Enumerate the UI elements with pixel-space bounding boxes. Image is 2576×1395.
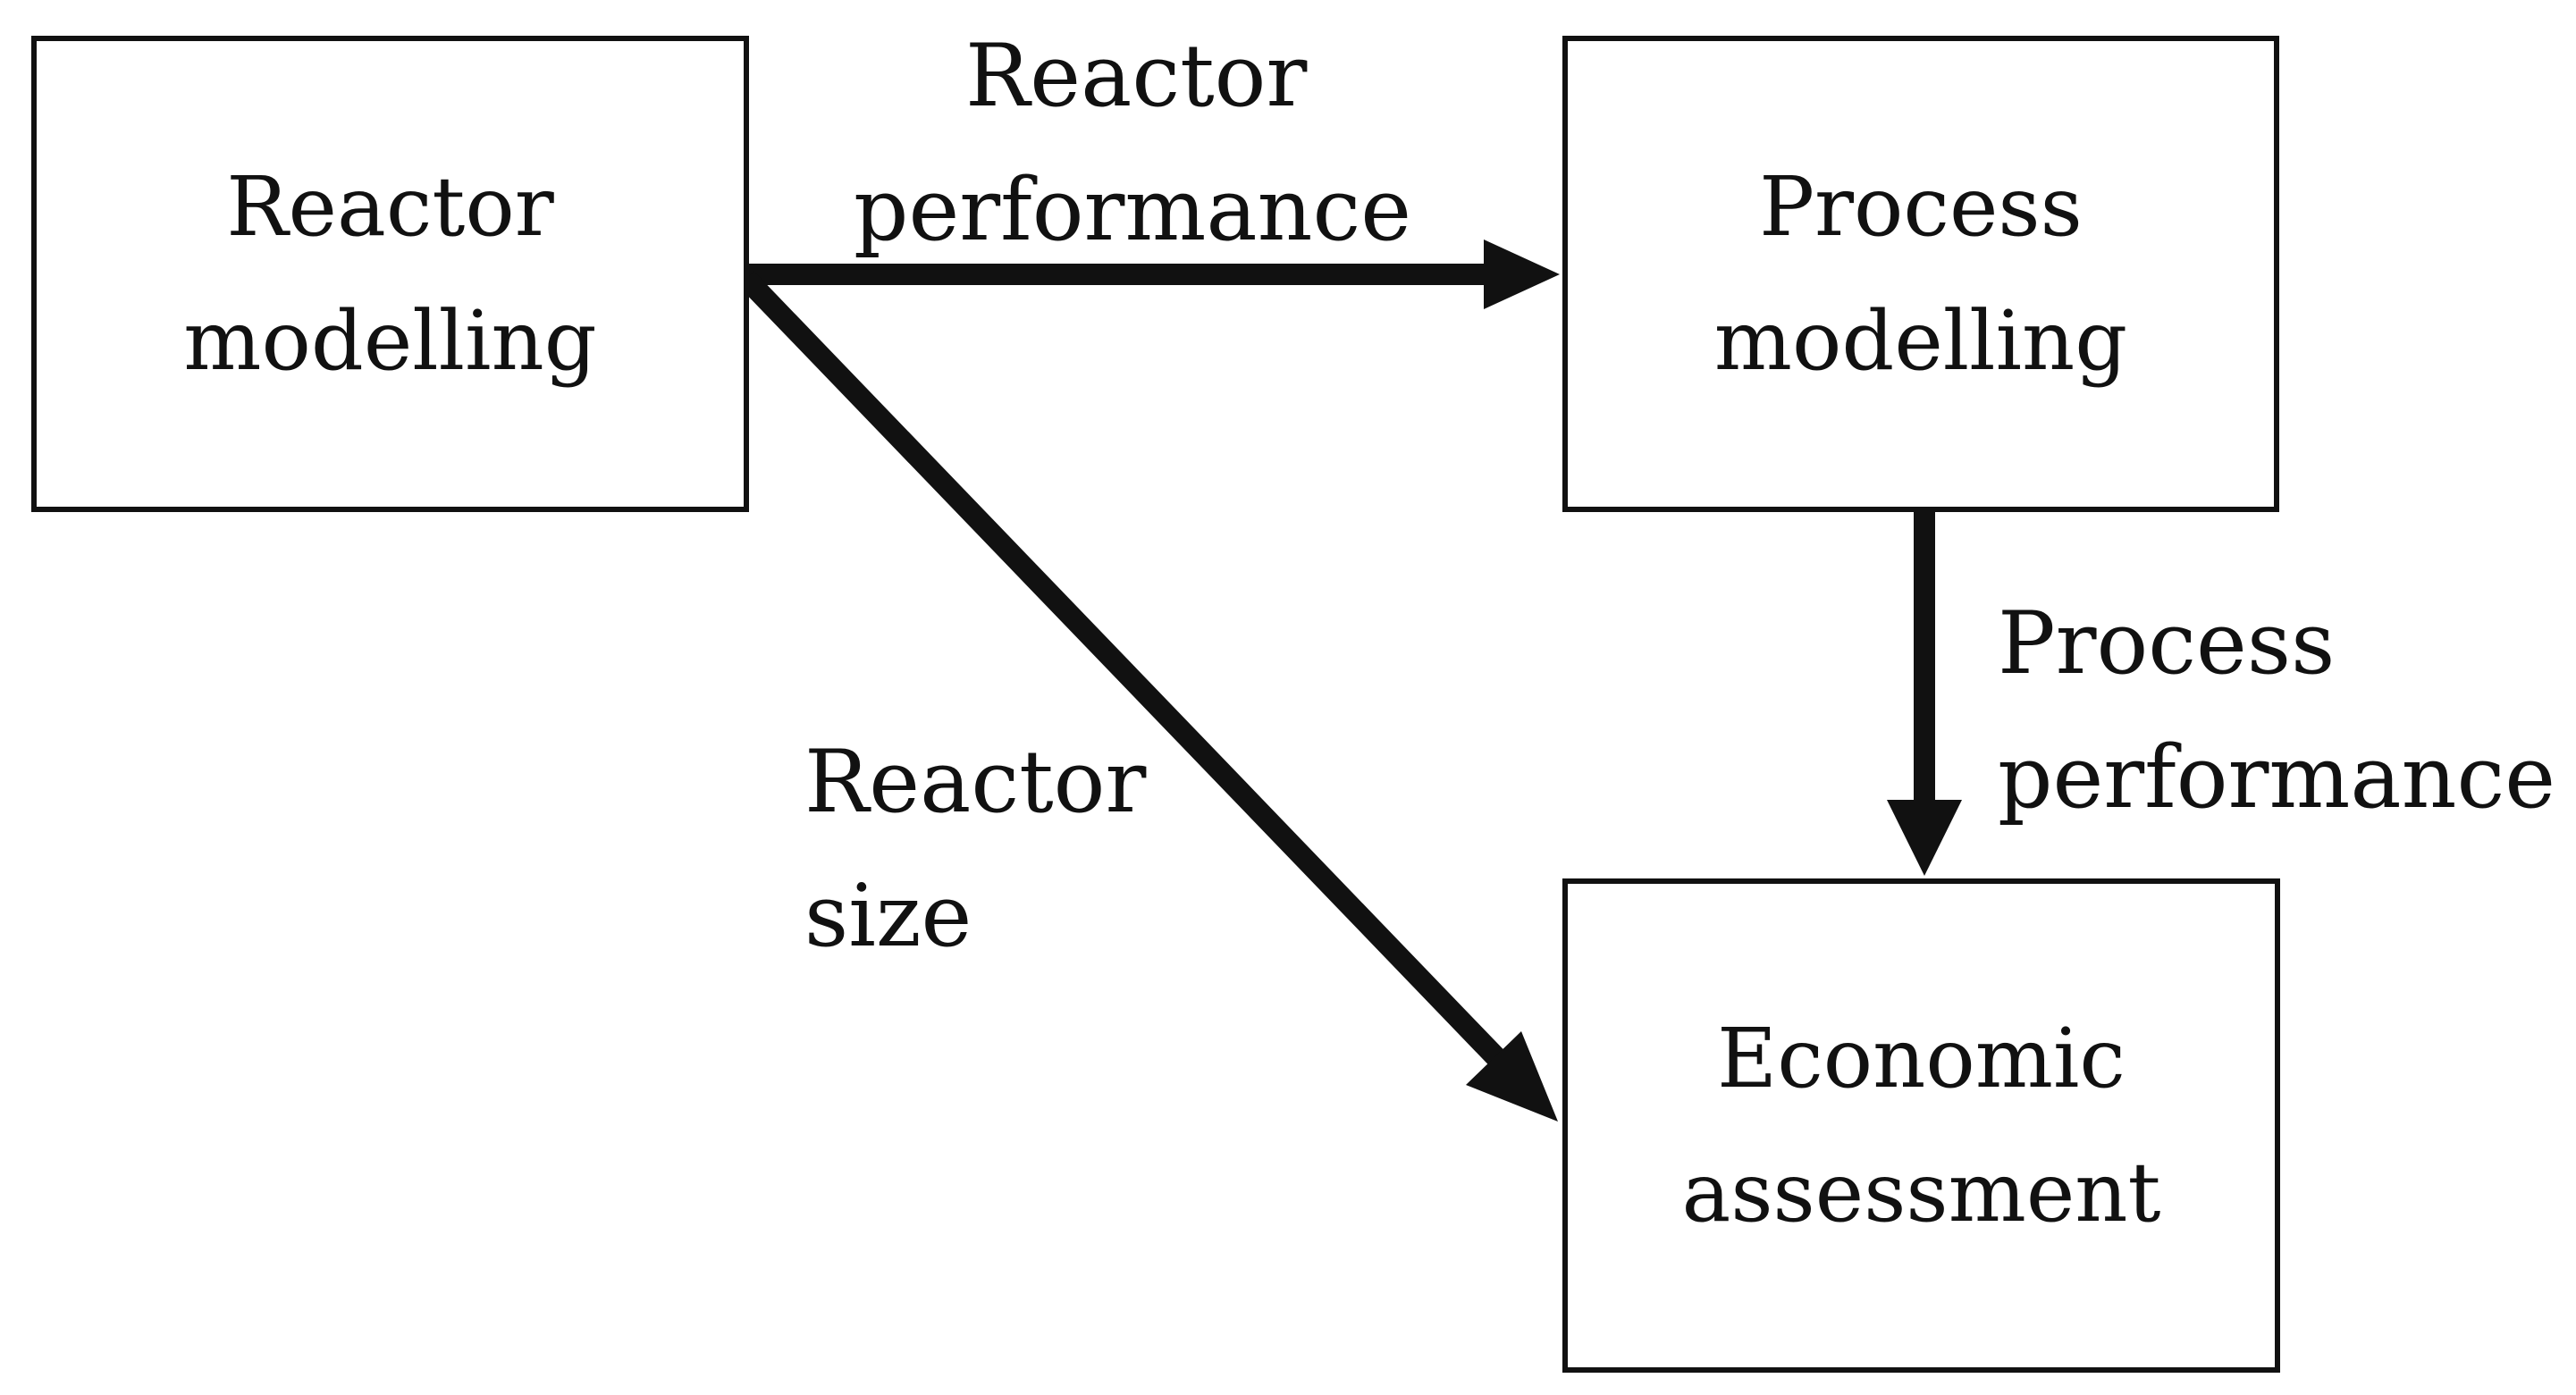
arrow-reactor-to-process [746, 240, 1560, 309]
process-performance-label-line2: performance [1998, 727, 2556, 828]
reactor-performance-label-line2: performance [854, 160, 1412, 260]
reactor-performance-label: Reactor performance [854, 9, 1479, 277]
reactor-size-label-line2: size [804, 866, 972, 966]
reactor-size-label-line1: Reactor [804, 732, 1147, 832]
economic-assessment-label-line1: Economic [1717, 1010, 2126, 1106]
economic-assessment-box: Economic assessment [1562, 878, 2280, 1373]
process-modelling-label-line2: modelling [1713, 292, 2128, 389]
arrow-reactor-to-economic [738, 271, 1558, 1122]
arrow-process-to-economic [1887, 512, 1962, 876]
reactor-modelling-label-line1: Reactor [226, 158, 554, 255]
process-performance-label: Process performance [1998, 576, 2570, 845]
reactor-size-label: Reactor size [804, 715, 1269, 983]
reactor-performance-label-line1: Reactor [965, 26, 1308, 126]
process-modelling-label-line1: Process [1759, 158, 2083, 255]
reactor-modelling-box: Reactor modelling [31, 36, 749, 512]
economic-assessment-label-line2: assessment [1681, 1144, 2161, 1240]
reactor-modelling-label-line2: modelling [183, 292, 597, 389]
process-modelling-box: Process modelling [1562, 36, 2279, 512]
process-performance-label-line1: Process [1998, 593, 2336, 693]
